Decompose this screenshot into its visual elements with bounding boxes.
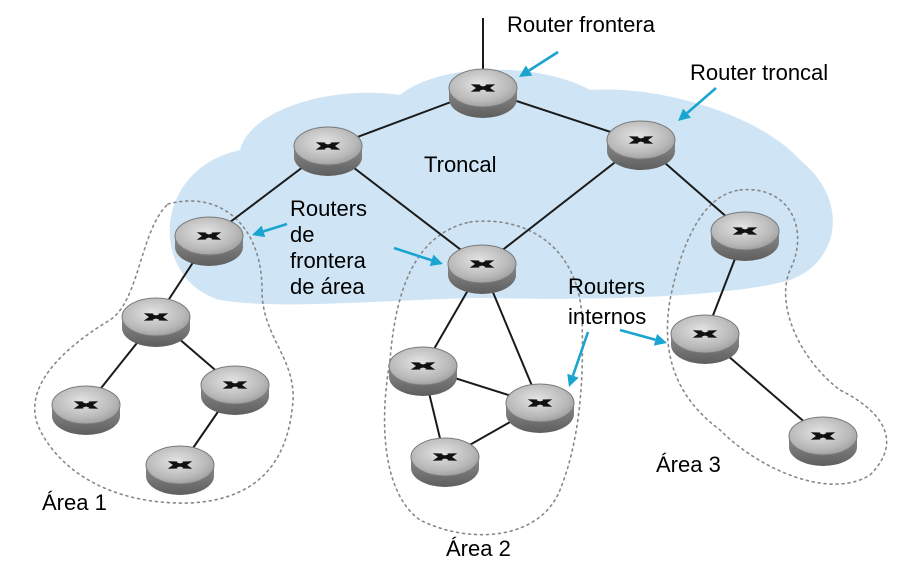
router-x-icon [628,136,654,144]
router-area3-router-mid [670,314,740,364]
label-area-border-routers-line4: de área [290,274,365,299]
label-backbone: Troncal [424,152,497,177]
router-x-icon [470,84,496,92]
label-area-1: Área 1 [42,490,107,515]
arrow-internal-left [567,331,590,387]
label-backbone-router: Router troncal [690,60,829,85]
router-area3-router-bottom [788,416,858,466]
area-outlines [34,188,888,536]
routers [51,68,858,495]
pointer-arrows [252,50,717,387]
label-area-border-routers: Routers de frontera de área [290,196,367,300]
router-x-icon [527,399,553,407]
label-internal-routers-line2: internos [568,304,647,329]
label-border-router: Router frontera [507,12,655,37]
arrow-area-border-right [393,246,443,266]
router-x-icon [196,232,222,240]
router-area2-router-left [388,346,458,396]
label-area-2: Área 2 [446,536,511,561]
arrow-internal-right [619,328,667,346]
label-area-border-routers-line3: frontera [290,248,366,273]
router-x-icon [810,432,836,440]
router-area1-router-bottom [145,445,215,495]
router-backbone-router-left [293,126,363,176]
arrow-backbone-router [678,87,717,121]
router-x-icon [143,313,169,321]
router-x-icon [469,260,495,268]
label-internal-routers-line1: Routers [568,274,646,299]
arrow-area-border-left [252,222,288,238]
router-area3-border-router [710,211,780,261]
router-border-router [448,68,518,118]
router-x-icon [167,461,193,469]
label-area-border-routers-line1: Routers [290,196,368,221]
router-x-icon [432,453,458,461]
router-x-icon [410,362,436,370]
router-x-icon [315,142,341,150]
router-x-icon [692,330,718,338]
router-area1-border-router [174,216,244,266]
area-3-outline [666,188,888,485]
router-area2-router-right [505,383,575,433]
router-x-icon [222,381,248,389]
label-area-border-routers-line2: de [290,222,315,247]
router-x-icon [73,401,99,409]
router-area1-router-mid [121,297,191,347]
router-area2-router-bottom [410,437,480,487]
router-backbone-router-right [606,120,676,170]
area-1-outline [34,200,294,504]
arrow-border-router [519,50,559,77]
label-area-3: Área 3 [656,452,721,477]
area-2-outline [383,220,584,536]
router-area1-router-right [200,365,270,415]
router-x-icon [732,227,758,235]
router-area2-border-router [447,244,517,294]
label-internal-routers: Routers internos [568,272,646,332]
router-area1-router-left [51,385,121,435]
